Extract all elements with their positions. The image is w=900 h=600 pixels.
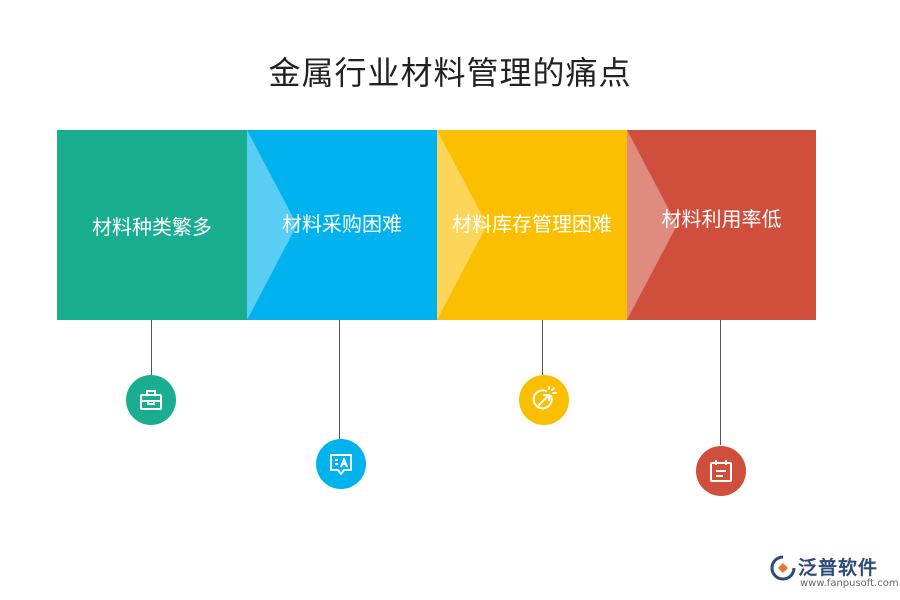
panel-inventory: 材料库存管理困难 (437, 130, 627, 320)
translate-chat-icon (316, 439, 366, 489)
connector-line (339, 320, 340, 440)
panel-label: 材料种类繁多 (92, 214, 212, 239)
compass-arrow-icon (519, 375, 569, 425)
panel-label: 材料采购困难 (282, 211, 402, 236)
calendar-icon (696, 446, 746, 496)
brand-logo: 泛普软件 www.fanpusoft.com (770, 553, 899, 598)
panel-label: 材料利用率低 (661, 206, 782, 231)
connector-line (542, 320, 543, 375)
logo-mark-icon (770, 555, 796, 581)
chevron-arrow (627, 130, 677, 320)
panel-utilization: 材料利用率低 (627, 130, 816, 320)
toolbox-icon (126, 375, 176, 425)
logo-url: www.fanpusoft.com (800, 578, 899, 589)
connector-line (151, 320, 152, 375)
logo-name: 泛普软件 (798, 557, 879, 579)
panel-label: 材料库存管理困难 (452, 211, 612, 236)
connector-line (720, 320, 721, 445)
panel-material-variety: 材料种类繁多 (57, 130, 247, 320)
panel-procurement: 材料采购困难 (247, 130, 437, 320)
chevron-arrow (247, 130, 297, 320)
page-title: 金属行业材料管理的痛点 (268, 54, 632, 92)
chevron-arrow (437, 130, 487, 320)
